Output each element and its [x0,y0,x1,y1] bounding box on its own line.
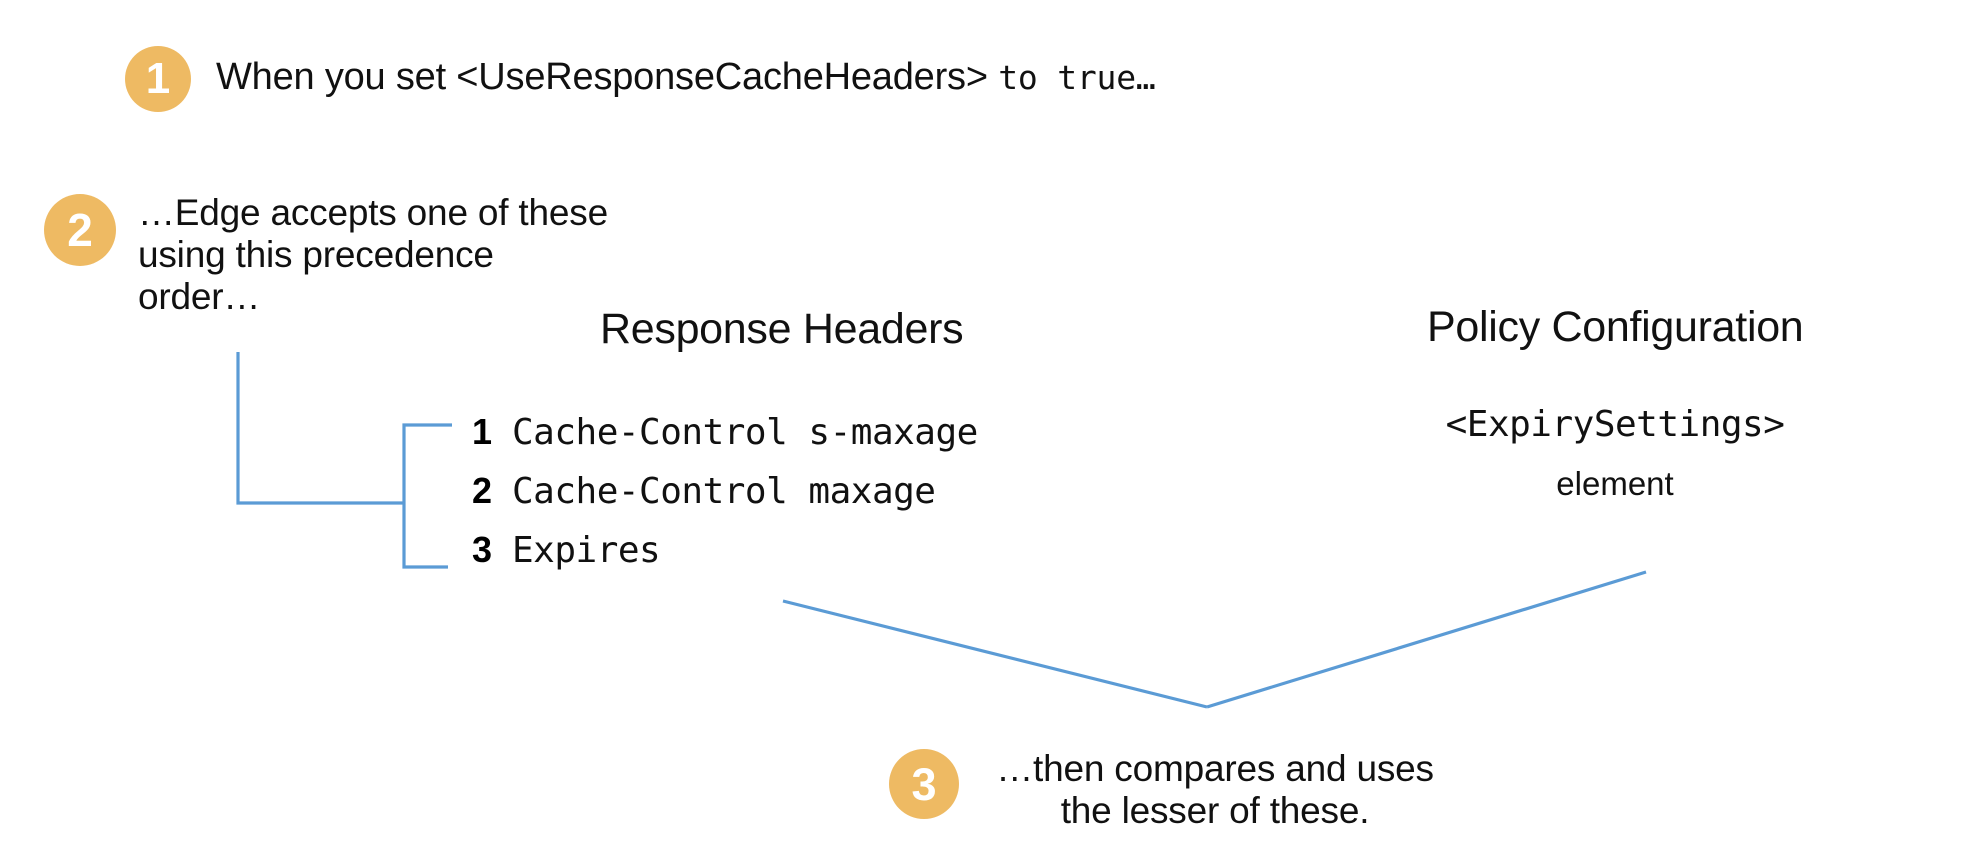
list-item: 1 Cache-Control s-maxage [472,411,978,470]
step-marker-3: 3 [889,749,959,819]
comparison-vee-right [1206,570,1647,709]
response-header-name: Expires [512,530,661,571]
step2-stem-line [236,352,404,505]
step-1-narration-prose: When you set <UseResponseCacheHeaders> [216,56,999,98]
step-3-narration: …then compares and uses the lesser of th… [996,748,1434,831]
list-item: 3 Expires [472,529,978,588]
precedence-rank: 2 [472,470,493,511]
step-1-narration: When you set <UseResponseCacheHeaders> t… [216,56,1156,99]
precedence-list: 1 Cache-Control s-maxage 2 Cache-Control… [472,411,978,588]
policy-element-suffix: element [1556,465,1674,502]
step-marker-1: 1 [125,46,191,112]
precedence-rank: 1 [472,411,493,452]
step-marker-2: 2 [44,194,116,266]
response-header-name: Cache-Control maxage [512,471,936,512]
comparison-vee-left [782,599,1208,709]
step-2-narration: …Edge accepts one of these using this pr… [138,192,608,317]
list-item: 2 Cache-Control maxage [472,470,978,529]
policy-element-name: <ExpirySettings> [1445,404,1785,445]
step-1-narration-code: to true… [998,58,1156,97]
precedence-rank: 3 [472,529,493,570]
response-headers-heading: Response Headers [600,305,964,353]
response-header-name: Cache-Control s-maxage [512,412,978,453]
policy-configuration-heading: Policy Configuration [1427,303,1804,351]
precedence-bracket [402,423,452,569]
